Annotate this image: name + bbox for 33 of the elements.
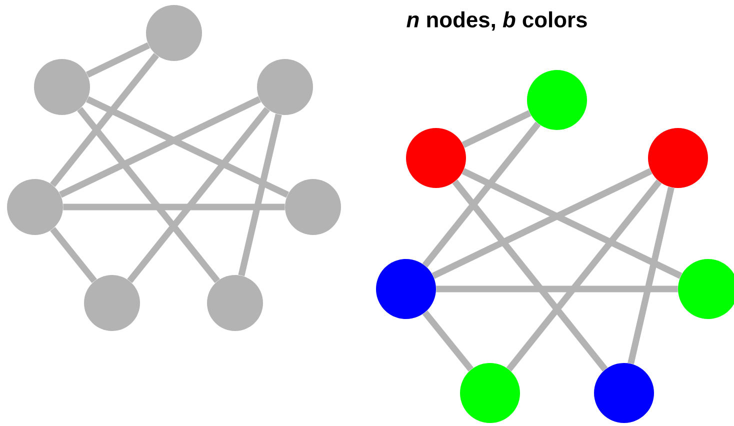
graph-node (7, 179, 63, 235)
edge-line (50, 53, 159, 187)
edge-line (436, 286, 678, 292)
edge-line (63, 204, 285, 210)
title: n nodes, b colors (406, 11, 587, 31)
edge-line (422, 122, 541, 268)
graph-node (207, 275, 263, 331)
edge-line (86, 96, 289, 198)
graph-node (678, 259, 734, 319)
edge-line (127, 106, 270, 284)
graph-node (146, 5, 202, 61)
edge-line (238, 114, 282, 276)
graph-node (376, 259, 436, 319)
edge-line (628, 186, 674, 364)
graph-node (460, 363, 520, 423)
edge-line (77, 106, 220, 284)
graph-node (527, 70, 587, 130)
graph-node (257, 59, 313, 115)
graph-node (406, 128, 466, 188)
edge-line (462, 110, 532, 148)
graph-node (34, 59, 90, 115)
graph-node (285, 179, 341, 235)
edge-line (422, 310, 474, 372)
graph-node (648, 128, 708, 188)
edge-line (452, 180, 608, 372)
edge-line (462, 168, 682, 279)
edge-line (432, 168, 652, 279)
edge-line (86, 42, 150, 78)
graph-node (84, 275, 140, 331)
edge-line (506, 180, 662, 372)
edge-line (50, 226, 97, 284)
graph-node (594, 363, 654, 423)
edge-line (59, 96, 261, 198)
